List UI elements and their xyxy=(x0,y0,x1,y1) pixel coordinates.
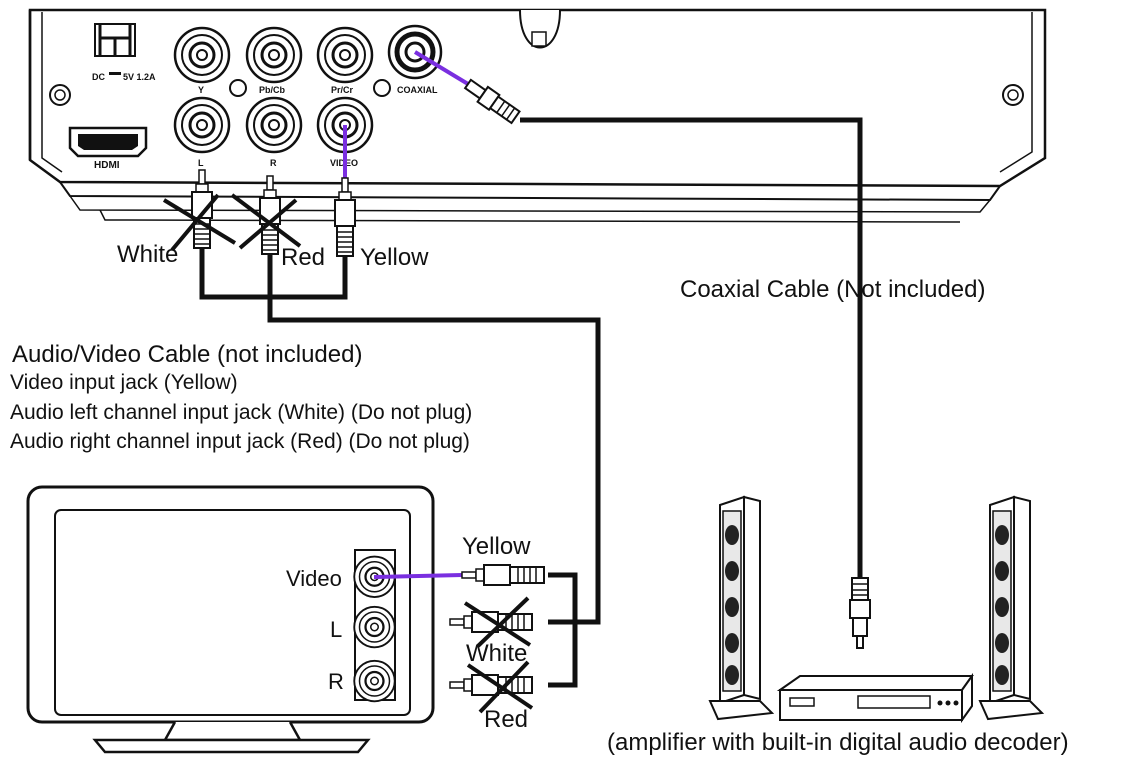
jack-r-label: R xyxy=(270,158,277,168)
tv-r-jack xyxy=(353,659,396,703)
coax-cable-label: Coaxial Cable (Not included) xyxy=(680,276,985,303)
cross-mark-icon xyxy=(162,193,237,252)
av-cable-line-right: Audio right channel input jack (Red) (Do… xyxy=(10,430,470,453)
amplifier-caption: (amplifier with built-in digital audio d… xyxy=(607,729,1069,756)
hdmi-port xyxy=(68,126,148,158)
jack-pr xyxy=(316,26,374,84)
yellow-plug-label: Yellow xyxy=(360,244,429,271)
jack-pb xyxy=(245,26,303,84)
panel-led xyxy=(373,79,391,97)
tv-l-label: L xyxy=(330,617,342,642)
tv-icon xyxy=(26,485,435,754)
tv-r-label: R xyxy=(328,669,344,694)
jack-r xyxy=(245,96,303,154)
white-plug-tv-label: White xyxy=(466,640,527,667)
jack-pb-label: Pb/Cb xyxy=(259,85,286,95)
cross-mark-icon xyxy=(230,193,302,250)
speaker-icon xyxy=(709,496,773,720)
av-cable xyxy=(199,248,601,688)
yellow-plug-top xyxy=(334,177,356,257)
yellow-plug-tv-label: Yellow xyxy=(462,533,531,560)
coaxial-label: COAXIAL xyxy=(397,85,438,95)
jack-y-label: Y xyxy=(198,85,204,95)
dc-symbol-icon xyxy=(109,72,121,75)
coaxial-cable xyxy=(520,117,863,578)
jack-l xyxy=(173,96,231,154)
dc-label: DC xyxy=(92,72,105,82)
white-plug-label: White xyxy=(117,241,178,268)
red-plug-tv xyxy=(449,674,533,696)
tv-video-signal-line xyxy=(373,573,463,579)
tv-l-jack xyxy=(353,605,396,649)
jack-pr-label: Pr/Cr xyxy=(331,85,354,95)
av-cable-line-left: Audio left channel input jack (White) (D… xyxy=(10,401,473,424)
panel-led xyxy=(229,79,247,97)
tv-video-label: Video xyxy=(286,566,342,591)
hdmi-label: HDMI xyxy=(94,160,120,171)
red-plug-tv-label: Red xyxy=(484,706,528,733)
amplifier-icon xyxy=(776,672,974,724)
red-plug-label: Red xyxy=(281,244,325,271)
av-cable-title: Audio/Video Cable (not included) xyxy=(12,341,363,368)
dc-rating: 5V 1.2A xyxy=(123,72,156,82)
speaker-icon xyxy=(979,496,1043,720)
coax-signal-line xyxy=(413,50,470,86)
yellow-plug-tv xyxy=(461,564,545,586)
jack-y xyxy=(173,26,231,84)
jack-l-label: L xyxy=(198,158,204,168)
power-adapter-icon xyxy=(94,23,136,57)
coax-plug-top xyxy=(463,78,521,125)
cross-mark-icon xyxy=(463,596,532,648)
cross-mark-icon xyxy=(466,660,534,714)
av-cable-line-video: Video input jack (Yellow) xyxy=(10,371,238,394)
coax-plug-bottom xyxy=(849,577,871,649)
